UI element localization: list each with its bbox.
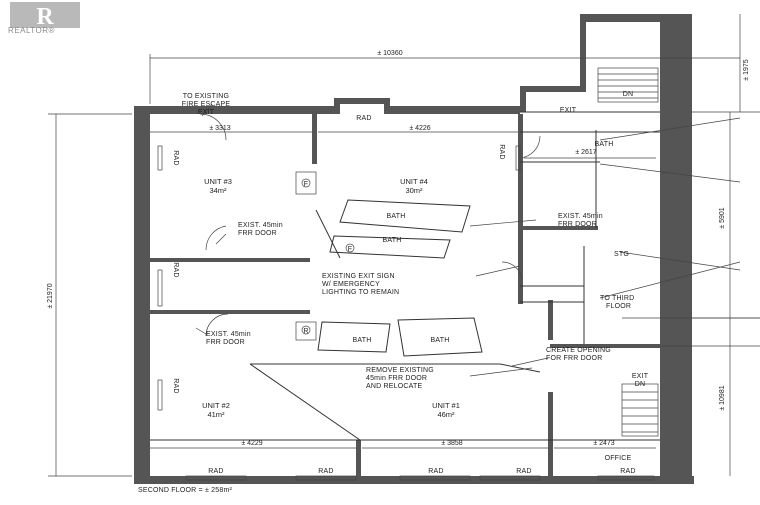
bath-label-unit4: BATH bbox=[387, 213, 406, 220]
svg-text:FIRE ESCAPE: FIRE ESCAPE bbox=[182, 101, 231, 108]
svg-text:EXIT: EXIT bbox=[198, 109, 215, 116]
svg-text:W/ EMERGENCY: W/ EMERGENCY bbox=[322, 281, 380, 288]
dim-right-top: ± 1975 bbox=[743, 59, 750, 80]
rad-label-left-1: RAD bbox=[172, 150, 179, 165]
office-label: OFFICE bbox=[605, 455, 632, 462]
svg-text:TO EXISTING: TO EXISTING bbox=[183, 93, 229, 100]
svg-text:41m²: 41m² bbox=[207, 410, 225, 419]
exit-sign-label: EXISTING EXIT SIGN W/ EMERGENCY LIGHTING… bbox=[322, 273, 399, 296]
exist-frr-door-3: EXIST. 45min FRR DOOR bbox=[206, 331, 251, 346]
svg-text:TO THIRD: TO THIRD bbox=[600, 295, 634, 302]
dim-bottom-mid: ± 3858 bbox=[441, 440, 462, 447]
exterior-walls bbox=[134, 14, 694, 484]
svg-text:DN: DN bbox=[635, 381, 646, 388]
dim-top-overall: ± 10360 bbox=[377, 50, 402, 57]
stairs bbox=[597, 67, 659, 437]
svg-text:FOR FRR DOOR: FOR FRR DOOR bbox=[546, 355, 602, 362]
svg-text:UNIT #1: UNIT #1 bbox=[432, 401, 460, 410]
svg-text:FRR DOOR: FRR DOOR bbox=[206, 339, 245, 346]
bath-label-unit1: BATH bbox=[431, 337, 450, 344]
fire-escape-label: TO EXISTING FIRE ESCAPE EXIT bbox=[182, 93, 231, 116]
exist-frr-door-1: EXIST. 45min FRR DOOR bbox=[238, 222, 283, 237]
rad-label-4: RAD bbox=[516, 468, 531, 475]
dimension-lines bbox=[48, 14, 760, 477]
unit2-label: UNIT #2 41m² bbox=[202, 401, 230, 419]
unit1-label: UNIT #1 46m² bbox=[432, 401, 460, 419]
svg-text:EXIST. 45min: EXIST. 45min bbox=[558, 213, 603, 220]
storage-label: STG bbox=[614, 251, 629, 258]
fridge-label-2: F bbox=[348, 246, 352, 253]
exist-frr-door-2: EXIST. 45min FRR DOOR bbox=[558, 213, 603, 228]
svg-text:FLOOR: FLOOR bbox=[606, 303, 631, 310]
unit3-label: UNIT #3 34m² bbox=[204, 177, 232, 195]
rad-label-2: RAD bbox=[318, 468, 333, 475]
rad-label-1: RAD bbox=[208, 468, 223, 475]
svg-text:AND RELOCATE: AND RELOCATE bbox=[366, 383, 422, 390]
dim-bottom-right: ± 2473 bbox=[593, 440, 614, 447]
svg-text:R: R bbox=[36, 4, 54, 30]
leader-lines bbox=[195, 103, 760, 377]
rad-label-5: RAD bbox=[620, 468, 635, 475]
svg-text:UNIT #4: UNIT #4 bbox=[400, 177, 428, 186]
bath-label-unit2: BATH bbox=[353, 337, 372, 344]
interior-walls bbox=[150, 111, 660, 476]
bath-label-right: BATH bbox=[595, 141, 614, 148]
svg-text:EXIST. 45min: EXIST. 45min bbox=[238, 222, 283, 229]
unit4-label: UNIT #4 30m² bbox=[400, 177, 428, 195]
floor-caption: SECOND FLOOR = ± 258m² bbox=[138, 487, 232, 494]
bath-fixtures bbox=[249, 171, 541, 441]
rad-label-left-3: RAD bbox=[172, 378, 179, 393]
svg-text:34m²: 34m² bbox=[209, 186, 227, 195]
dim-room4-width: ± 4226 bbox=[409, 125, 430, 132]
svg-text:EXISTING EXIT SIGN: EXISTING EXIT SIGN bbox=[322, 273, 395, 280]
dim-left-height: ± 21970 bbox=[47, 283, 54, 308]
svg-text:FRR DOOR: FRR DOOR bbox=[558, 221, 597, 228]
svg-text:EXIST. 45min: EXIST. 45min bbox=[206, 331, 251, 338]
dim-bath-width: ± 2617 bbox=[575, 149, 596, 156]
exit-dn-label: EXIT DN bbox=[632, 373, 649, 388]
dim-right-mid: ± 5901 bbox=[719, 207, 726, 228]
dim-room3-width: ± 3313 bbox=[209, 125, 230, 132]
svg-text:REMOVE EXISTING: REMOVE EXISTING bbox=[366, 367, 434, 374]
svg-text:LIGHTING TO REMAIN: LIGHTING TO REMAIN bbox=[322, 289, 399, 296]
radiators bbox=[157, 145, 655, 481]
svg-text:46m²: 46m² bbox=[437, 410, 455, 419]
rad-label-left-2: RAD bbox=[172, 262, 179, 277]
rad-label-3: RAD bbox=[428, 468, 443, 475]
svg-text:CREATE OPENING: CREATE OPENING bbox=[546, 347, 611, 354]
remove-door-label: REMOVE EXISTING 45min FRR DOOR AND RELOC… bbox=[366, 367, 434, 390]
exit-label-top: EXIT bbox=[560, 107, 577, 114]
svg-text:30m²: 30m² bbox=[405, 186, 423, 195]
svg-text:FRR DOOR: FRR DOOR bbox=[238, 230, 277, 237]
dim-bottom-left: ± 4229 bbox=[241, 440, 262, 447]
dim-right-bottom: ± 10981 bbox=[719, 385, 726, 410]
fridge-label-3: R bbox=[303, 328, 308, 335]
realtor-logo: R bbox=[8, 2, 80, 36]
svg-text:EXIT: EXIT bbox=[632, 373, 649, 380]
fridge-label-1: F bbox=[304, 181, 308, 188]
realtor-logo-text: REALTOR® bbox=[8, 26, 55, 35]
svg-text:45min FRR DOOR: 45min FRR DOOR bbox=[366, 375, 427, 382]
bath-label-unit3: BATH bbox=[383, 237, 402, 244]
stair-dn-label: DN bbox=[623, 91, 634, 98]
rad-label-right-1: RAD bbox=[498, 144, 505, 159]
svg-text:UNIT #3: UNIT #3 bbox=[204, 177, 232, 186]
create-opening-label: CREATE OPENING FOR FRR DOOR bbox=[546, 347, 611, 362]
svg-text:UNIT #2: UNIT #2 bbox=[202, 401, 230, 410]
rad-label-top: RAD bbox=[356, 115, 371, 122]
third-floor-label: TO THIRD FLOOR bbox=[600, 295, 634, 310]
